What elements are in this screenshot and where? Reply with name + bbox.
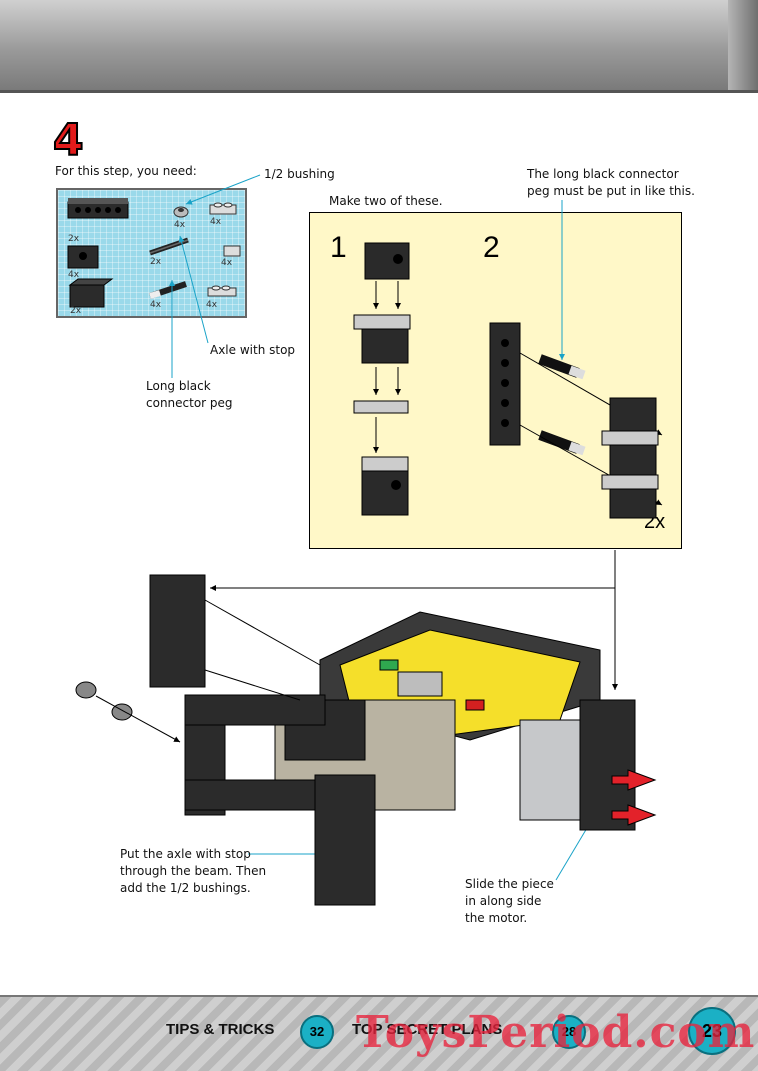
axle-instruction-line2: through the beam. Then: [120, 864, 267, 878]
peg-part: [149, 281, 187, 299]
slide-instruction-line1: Slide the piece: [465, 877, 554, 891]
watermark: ToysPeriod.com: [356, 1007, 756, 1058]
tips-tricks-page-badge[interactable]: 32: [300, 1015, 334, 1049]
corner-brick-part: [68, 278, 114, 308]
subassembly-panel: 1 2 2x: [309, 212, 682, 549]
bushing-callout: 1/2 bushing: [264, 167, 335, 181]
qty-plate: 4x: [210, 217, 222, 227]
qty-beam: 2x: [68, 234, 80, 244]
brick-top: [364, 242, 410, 280]
tips-tricks-link[interactable]: TIPS & TRICKS: [166, 1021, 275, 1038]
header-bar: [0, 0, 758, 93]
qty-plate-2x2: 4x: [221, 258, 233, 268]
main-model-illustration: [75, 574, 657, 906]
peg-note-line2: peg must be put in like this.: [527, 184, 695, 198]
top-secret-plans-link[interactable]: TOP SECRET PLANS: [352, 1021, 503, 1038]
plate-2x2-part: [223, 245, 241, 257]
peg-callout-line2: connector peg: [146, 396, 233, 410]
beam-vertical: [489, 322, 521, 446]
footer-bar: TIPS & TRICKS 32 TOP SECRET PLANS 28 23: [0, 995, 758, 1071]
parts-list-panel: 2x 4x 4x 4x 2x 4x 2x 4x 4x: [56, 188, 247, 318]
slide-instruction-line2: in along side: [465, 894, 542, 908]
plate-part: [209, 202, 237, 215]
slide-instruction-line3: the motor.: [465, 911, 528, 925]
qty-brick: 4x: [68, 270, 80, 280]
parts-heading: For this step, you need:: [55, 164, 197, 178]
substep-1-number: 1: [330, 231, 347, 264]
bushing-part: [173, 206, 189, 218]
qty-corner: 2x: [70, 306, 82, 316]
subassembly-caption: Make two of these.: [329, 194, 443, 208]
page-number-badge: 23: [688, 1007, 736, 1055]
axle-instruction-line3: add the 1/2 bushings.: [120, 881, 251, 895]
axle-instruction-line1: Put the axle with stop: [120, 847, 251, 861]
peg-upper: [538, 354, 586, 380]
top-secret-plans-page-badge[interactable]: 28: [552, 1015, 586, 1049]
brick-part: [67, 245, 99, 269]
peg-lower: [538, 430, 586, 456]
axle-callout: Axle with stop: [210, 343, 296, 357]
peg-note-line1: The long black connector: [527, 167, 679, 181]
finished-brick: [361, 456, 409, 516]
parts-illustration: [67, 198, 241, 308]
rail-plate: [353, 400, 409, 414]
substep-2-number: 2: [483, 231, 500, 264]
peg-callout-line1: Long black: [146, 379, 211, 393]
assembled-pillar: [601, 397, 659, 519]
qty-axle: 2x: [150, 257, 162, 267]
rail-plate-part: [207, 285, 237, 297]
step-number: 4: [52, 114, 85, 167]
qty-bushing: 4x: [174, 220, 186, 230]
qty-peg: 4x: [150, 300, 162, 310]
qty-rail: 4x: [206, 300, 218, 310]
plate-with-brick: [353, 314, 411, 364]
beam-6-part: [67, 198, 129, 219]
subassembly-illustration: [353, 242, 663, 519]
